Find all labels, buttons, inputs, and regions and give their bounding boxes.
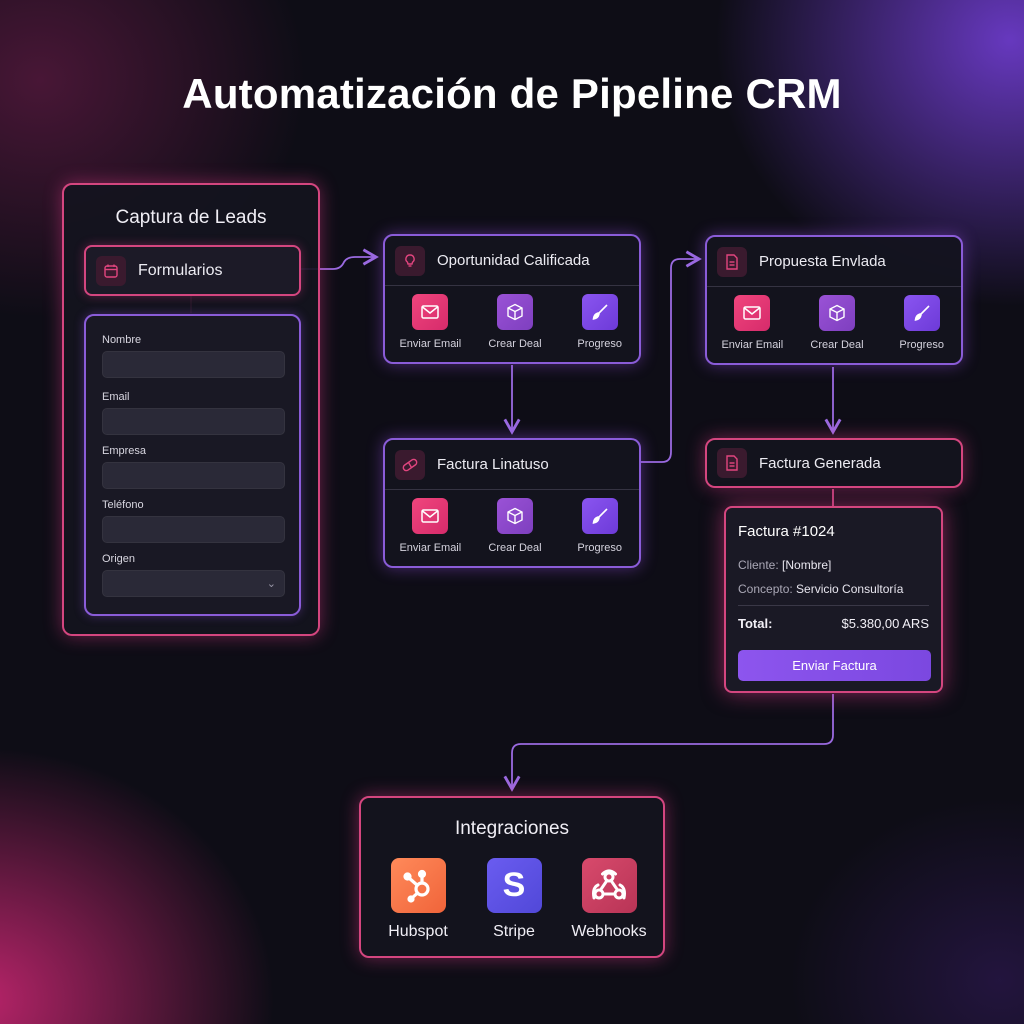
action-label: Progreso <box>899 339 944 351</box>
action-label: Progreso <box>577 338 622 350</box>
lead-form: Nombre Email Empresa Teléfono Origen ⌄ <box>84 314 301 616</box>
page-title: Automatización de Pipeline CRM <box>182 70 842 117</box>
invoice-client-value: [Nombre] <box>782 558 832 572</box>
nombre-field[interactable] <box>102 351 285 378</box>
field-label-nombre: Nombre <box>102 334 142 346</box>
stage-factura-estado: Factura Linatuso Enviar Email Crear Deal… <box>383 438 641 568</box>
box-icon <box>497 294 533 330</box>
create-deal-button[interactable]: Crear Deal <box>476 498 555 554</box>
brush-icon <box>903 295 940 331</box>
document-icon <box>717 246 747 277</box>
create-deal-button[interactable]: Crear Deal <box>798 295 877 351</box>
brush-icon <box>581 498 618 534</box>
progress-button[interactable]: Progreso <box>560 498 639 554</box>
box-icon <box>819 295 855 331</box>
integration-stripe[interactable]: S Stripe <box>474 858 554 941</box>
invoice-total-label: Total: <box>738 616 773 631</box>
action-label: Progreso <box>577 542 622 554</box>
send-email-button[interactable]: Enviar Email <box>391 294 470 350</box>
send-email-button[interactable]: Enviar Email <box>391 498 470 554</box>
stage-title: Propuesta Envlada <box>759 253 886 270</box>
lightbulb-icon <box>395 245 425 276</box>
integration-label: Hubspot <box>388 923 448 940</box>
stage-propuesta-enviada: Propuesta Envlada Enviar Email Crear Dea… <box>705 235 963 365</box>
field-label-telefono: Teléfono <box>102 499 144 511</box>
field-label-origen: Origen <box>102 553 136 565</box>
action-label: Enviar Email <box>399 542 462 554</box>
invoice-total-value: $5.380,00 ARS <box>841 616 929 631</box>
invoice-concept-label: Concepto: <box>738 582 793 596</box>
action-label: Enviar Email <box>721 339 784 351</box>
brush-icon <box>581 294 618 330</box>
action-label: Enviar Email <box>399 338 462 350</box>
field-label-empresa: Empresa <box>102 445 147 457</box>
action-label: Crear Deal <box>488 338 542 350</box>
send-email-button[interactable]: Enviar Email <box>713 295 792 351</box>
create-deal-button[interactable]: Crear Deal <box>476 294 555 350</box>
stage-header[interactable]: Oportunidad Calificada <box>385 236 639 286</box>
integration-webhooks[interactable]: Webhooks <box>569 858 649 941</box>
email-icon <box>412 294 449 330</box>
email-field[interactable] <box>102 408 285 435</box>
invoice-concept-row: Concepto: Servicio Consultoría <box>738 582 903 596</box>
stage-title: Factura Generada <box>759 454 881 472</box>
field-label-email: Email <box>102 391 130 403</box>
invoice-divider <box>738 605 929 606</box>
action-label: Crear Deal <box>488 542 542 554</box>
webhooks-icon <box>581 858 637 913</box>
invoice-concept-value: Servicio Consultoría <box>796 582 904 596</box>
stage-header[interactable]: Propuesta Envlada <box>707 237 961 287</box>
connector-invoice-to-integrations <box>503 694 834 792</box>
invoice-client-label: Cliente: <box>738 558 779 572</box>
origen-select[interactable]: ⌄ <box>102 570 285 597</box>
integration-label: Webhooks <box>571 923 647 940</box>
integrations-panel: Integraciones Hubspot S Stripe Webhooks <box>359 796 665 958</box>
progress-button[interactable]: Progreso <box>560 294 639 350</box>
hubspot-icon <box>390 858 446 913</box>
integration-label: Stripe <box>493 923 535 940</box>
telefono-field[interactable] <box>102 516 285 543</box>
stage-factura-generada[interactable]: Factura Generada <box>705 438 963 488</box>
document-icon <box>717 448 747 478</box>
email-icon <box>734 295 771 331</box>
forms-header[interactable]: Formularios <box>84 245 301 296</box>
calendar-form-icon <box>96 255 126 286</box>
integrations-title: Integraciones <box>454 818 570 839</box>
progress-button[interactable]: Progreso <box>882 295 961 351</box>
stripe-icon: S <box>486 858 542 913</box>
chevron-down-icon: ⌄ <box>266 578 276 590</box>
lead-capture-panel: Captura de Leads Formularios Nombre Emai… <box>62 183 320 636</box>
pill-icon <box>395 449 425 480</box>
connector-factura-to-propuesta <box>641 250 702 463</box>
integration-hubspot[interactable]: Hubspot <box>378 858 458 941</box>
stage-title: Factura Linatuso <box>437 456 549 473</box>
forms-header-label: Formularios <box>138 261 223 279</box>
email-icon <box>412 498 449 534</box>
empresa-field[interactable] <box>102 462 285 489</box>
invoice-card: Factura #1024 Cliente: [Nombre] Concepto… <box>724 506 943 693</box>
stage-oportunidad-calificada: Oportunidad Calificada Enviar Email Crea… <box>383 234 641 364</box>
invoice-title: Factura #1024 <box>738 523 835 540</box>
box-icon <box>497 498 533 534</box>
lead-capture-title: Captura de Leads <box>115 207 267 228</box>
stage-header[interactable]: Factura Linatuso <box>385 440 639 490</box>
invoice-client-row: Cliente: [Nombre] <box>738 558 831 572</box>
stage-title: Oportunidad Calificada <box>437 252 590 269</box>
send-invoice-button[interactable]: Enviar Factura <box>738 650 931 681</box>
action-label: Crear Deal <box>810 339 864 351</box>
